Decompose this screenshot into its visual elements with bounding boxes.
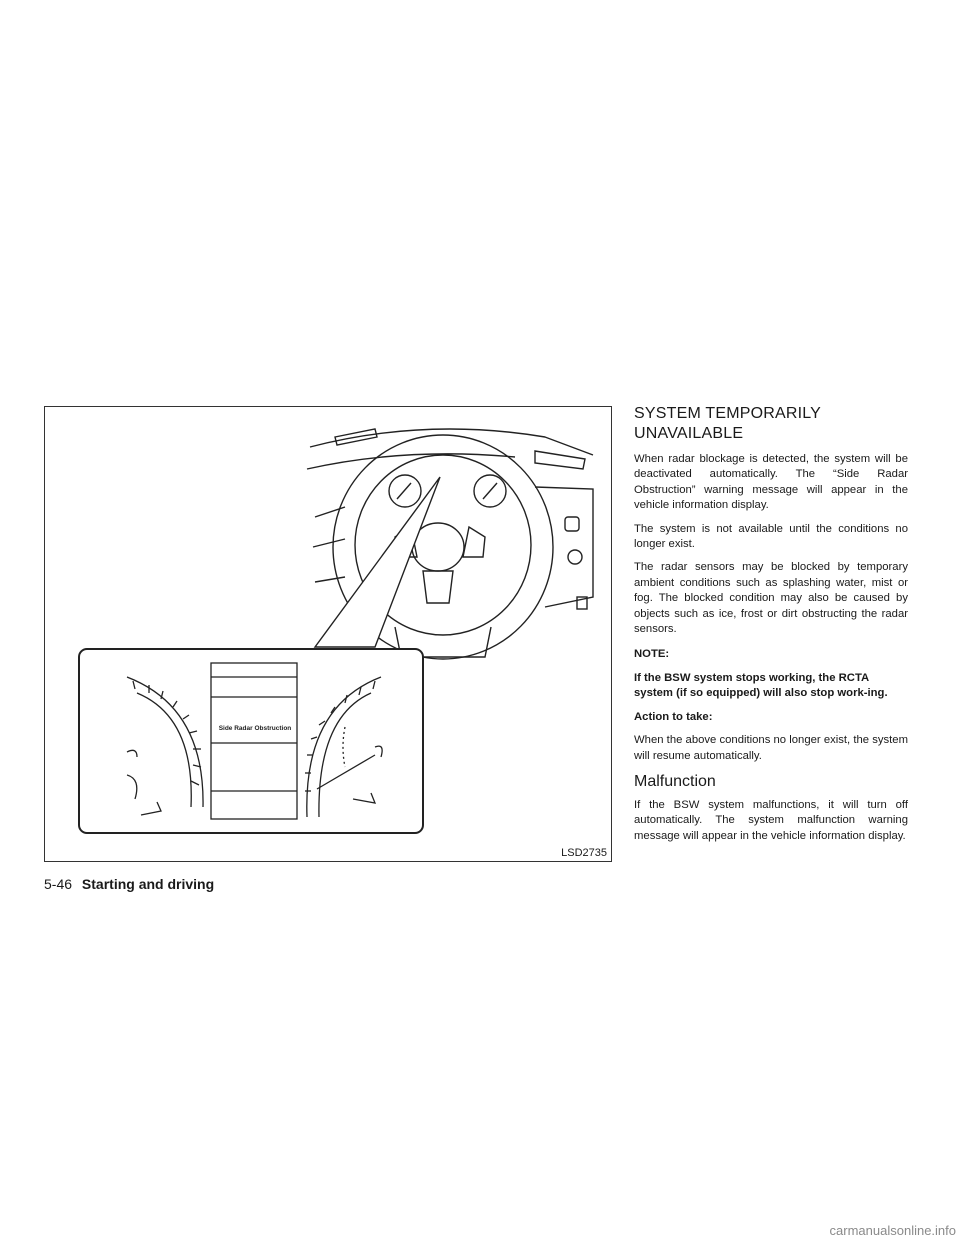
malfunction-text: If the BSW system malfunctions, it will …: [634, 798, 908, 842]
page-number: 5-46: [44, 876, 73, 892]
note-text: If the BSW system stops working, the RCT…: [634, 671, 888, 700]
note-label: NOTE:: [634, 648, 670, 661]
footer-section-title: Starting and driving: [81, 876, 215, 892]
cluster-warning-message: Side Radar Obstruction: [218, 725, 292, 732]
section-heading-line2: UNAVAILABLE: [634, 425, 744, 442]
paragraph-temporary-conditions: The radar sensors may be blocked by temp…: [634, 561, 908, 636]
action-label: Action to take:: [634, 710, 713, 723]
malfunction-heading: Malfunction: [634, 772, 716, 790]
section-heading-line1: SYSTEM TEMPORARILY: [634, 405, 822, 422]
dashboard-illustration: [78, 428, 594, 834]
section-heading: SYSTEM TEMPORARILY UNAVAILABLE: [634, 404, 908, 444]
paragraph-not-available: The system is not available until the co…: [634, 522, 908, 551]
figure-code: LSD2735: [561, 847, 607, 859]
illustration-figure: Side Radar Obstruction LSD2735: [44, 406, 612, 862]
text-column: SYSTEM TEMPORARILY UNAVAILABLE When rada…: [634, 404, 908, 852]
watermark: carmanualsonline.info: [829, 1223, 956, 1238]
paragraph-blockage: When radar blockage is detected, the sys…: [634, 453, 908, 512]
action-text: When the above conditions no longer exis…: [634, 734, 908, 762]
page-footer: 5-46 Starting and driving: [44, 876, 214, 892]
